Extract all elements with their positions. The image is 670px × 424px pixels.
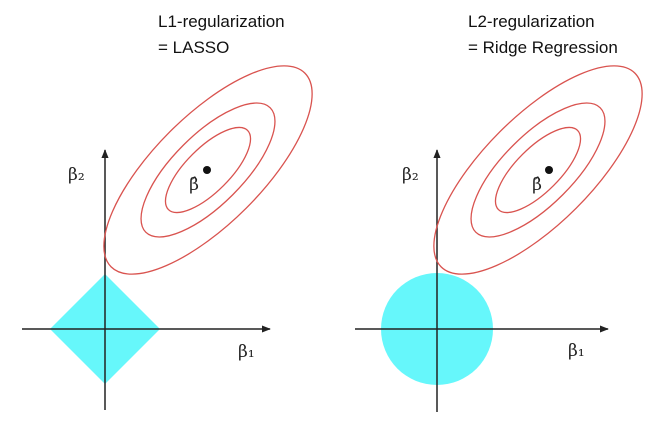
right-contour-group — [433, 65, 643, 275]
left-contour-inner — [164, 126, 252, 214]
right-estimate-point — [545, 166, 553, 174]
left-contour-outer — [103, 65, 313, 275]
left-x-axis-label: β₁ — [238, 342, 255, 362]
right-y-axis-label: β₂ — [402, 165, 419, 185]
right-contour-inner — [494, 126, 582, 214]
right-estimate-label: β̂ — [532, 175, 542, 195]
left-y-axis-label: β₂ — [68, 165, 85, 185]
right-title-line1: L2-regularization — [468, 12, 595, 31]
right-contour-middle — [470, 102, 606, 238]
left-contour-group — [103, 65, 313, 275]
right-title-line2: = Ridge Regression — [468, 38, 618, 57]
left-title-line2: = LASSO — [158, 38, 230, 57]
left-contour-middle — [140, 102, 276, 238]
left-estimate-point — [203, 166, 211, 174]
ridge-panel: β̂ β₂ β₁ — [355, 65, 643, 412]
right-x-axis-label: β₁ — [568, 341, 585, 361]
right-contour-outer — [433, 65, 643, 275]
lasso-panel: β̂ β₂ β₁ — [22, 65, 313, 410]
left-title-line1: L1-regularization — [158, 12, 285, 31]
left-estimate-label: β̂ — [189, 175, 199, 195]
